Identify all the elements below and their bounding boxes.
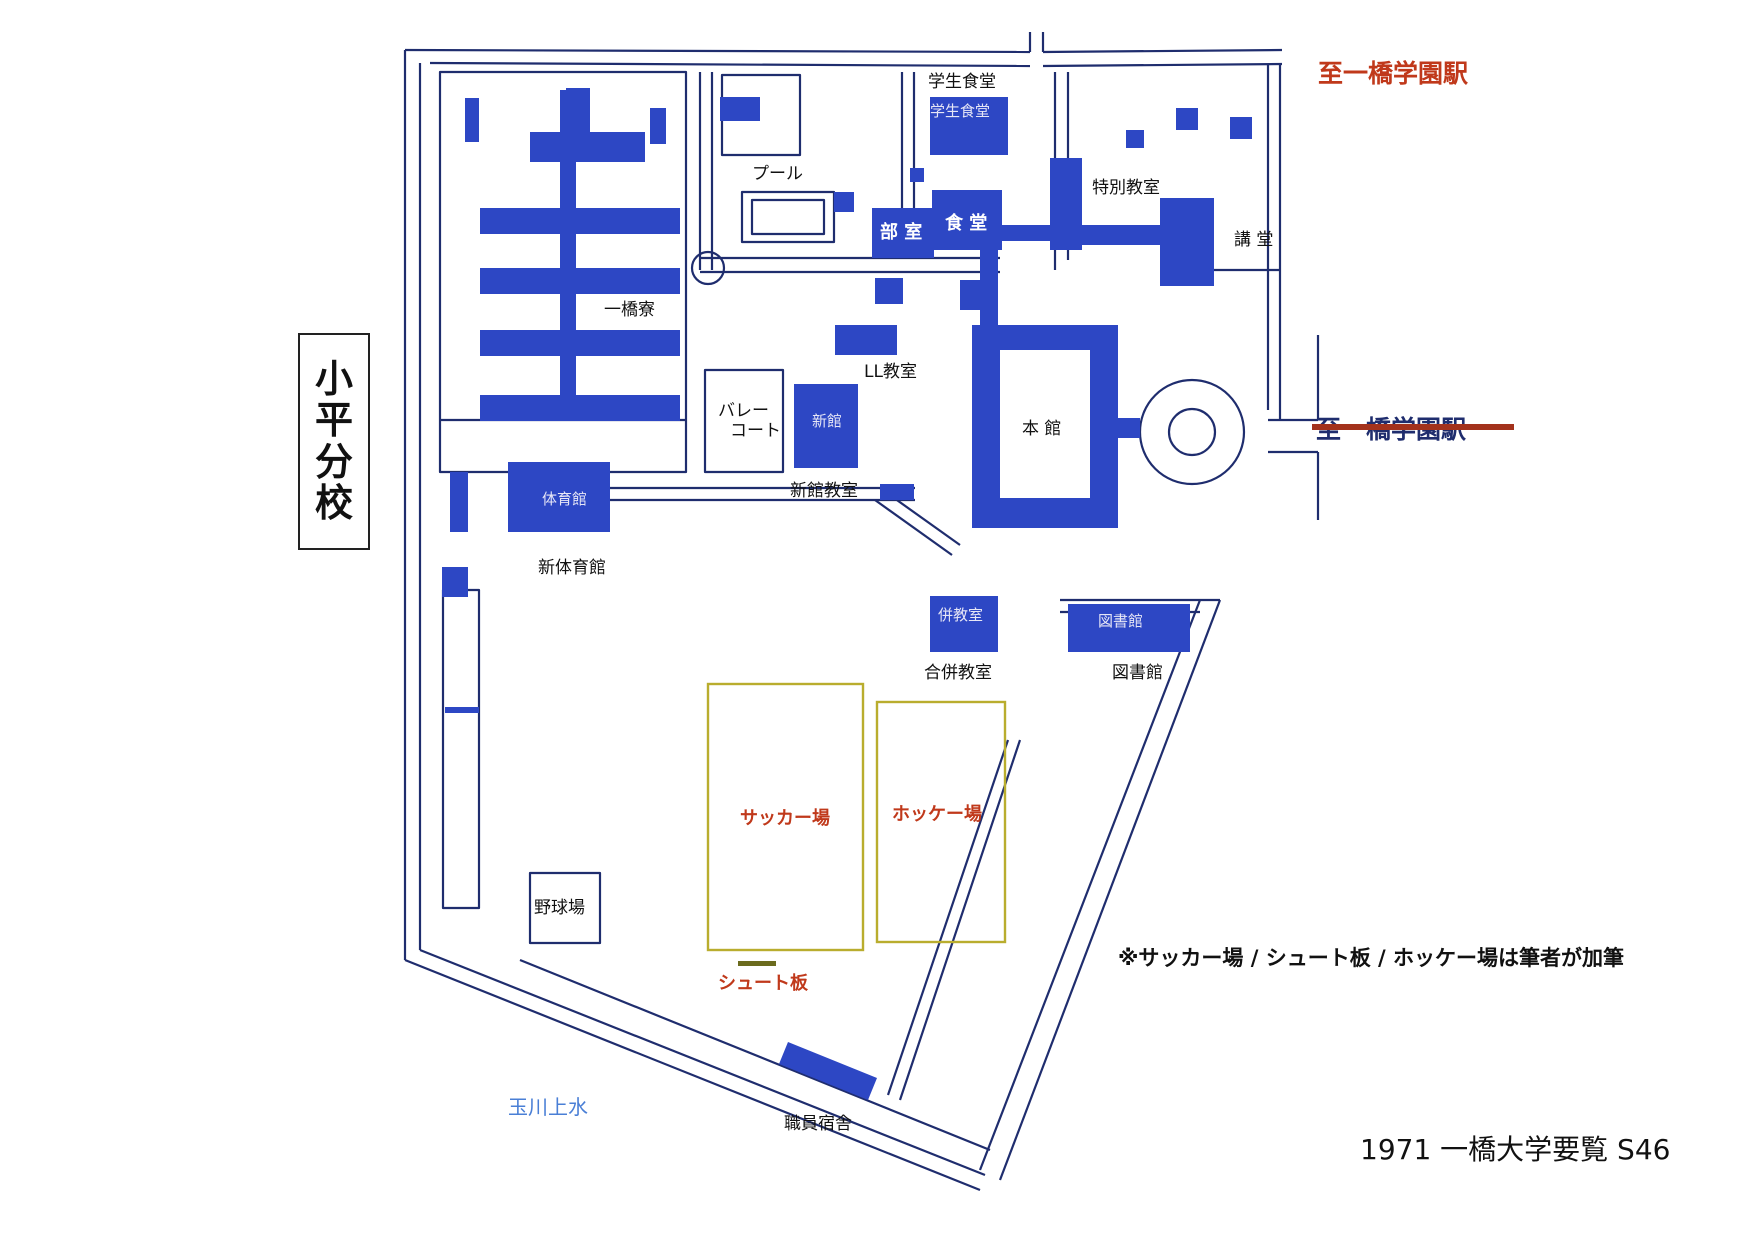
label-soccer-field: サッカー場	[740, 808, 830, 829]
new-building-classroom	[880, 484, 914, 500]
strike-through-bar	[1312, 424, 1514, 430]
label-student-cafeteria-inner: 学生食堂	[930, 102, 991, 120]
dorm-top2	[566, 88, 590, 148]
gymnasium-annex	[450, 472, 468, 532]
roundabout-east-inner	[1167, 407, 1217, 457]
author-note: ※サッカー場 / シュート板 / ホッケー場は筆者が加筆	[1118, 946, 1624, 970]
label-library: 図書館	[1112, 663, 1163, 683]
label-club-room: 部 室	[880, 222, 923, 243]
east-small-1	[1176, 108, 1198, 130]
label-tamagawa-aqueduct: 玉川上水	[508, 1095, 588, 1119]
road-southwest-3	[519, 958, 991, 1152]
label-special-classroom: 特別教室	[1092, 178, 1160, 198]
source-caption: 1971 一橋大学要覧 S46	[1360, 1133, 1671, 1166]
main-building-east	[1118, 418, 1140, 438]
road-south-diag-mid2	[886, 739, 1010, 1096]
volleyball-court-outline	[703, 368, 785, 474]
dorm-wing-4	[480, 395, 680, 421]
road-southwest-2	[419, 948, 986, 1177]
label-ll-classroom: LL教室	[864, 362, 917, 382]
road-top-south-edge	[429, 61, 1031, 68]
small-bldg-1	[875, 278, 903, 304]
roundabout-west	[690, 250, 726, 286]
student-cafeteria-building	[930, 97, 1008, 155]
label-library-inner: 図書館	[1098, 612, 1144, 630]
pool-side	[834, 192, 854, 212]
station-label-top: 至一橋学園駅	[1318, 59, 1469, 88]
label-hockey-field: ホッケー場	[892, 804, 982, 825]
dorm-annex2	[650, 108, 666, 144]
gymnasium	[508, 462, 610, 532]
pool-shed	[720, 97, 760, 121]
branch-char-3: 分	[314, 439, 353, 484]
dorm-annex	[465, 98, 479, 142]
label-student-cafeteria: 学生食堂	[928, 72, 996, 92]
east-small-3	[1126, 130, 1144, 148]
new-building	[794, 384, 858, 468]
label-pool: プール	[752, 164, 803, 184]
label-joint-classroom-inner: 併教室	[938, 606, 984, 624]
cafeteria-link	[990, 225, 1056, 241]
label-new-building-inner: 新館	[812, 412, 843, 430]
road-southwest-1	[404, 958, 981, 1192]
branch-name-box: 小 平 分 校	[298, 333, 370, 550]
main-building	[972, 325, 1118, 528]
label-cafeteria: 食 堂	[945, 213, 988, 234]
label-shoot-board: シュート板	[718, 973, 808, 994]
special-classroom-wing	[1082, 225, 1162, 245]
label-joint-classroom: 合併教室	[924, 663, 992, 683]
special-classroom-building	[1050, 158, 1082, 250]
club-room-building	[872, 208, 934, 258]
road-south-diag-inner	[978, 599, 1202, 1171]
label-volleyball-court-2: コート	[730, 421, 781, 441]
dorm-wing-1	[480, 208, 680, 234]
west-strip-marker	[445, 707, 479, 713]
branch-char-1: 小	[314, 357, 353, 402]
label-baseball-field: 野球場	[534, 898, 585, 918]
label-auditorium: 講 堂	[1234, 230, 1274, 250]
buildings	[442, 88, 1252, 1100]
label-volleyball-court-1: バレー	[718, 401, 769, 421]
label-new-gymnasium: 新体育館	[538, 558, 606, 578]
auditorium-building	[1160, 198, 1214, 286]
dorm-wing-3	[480, 330, 680, 356]
label-dormitory: 一橋寮	[604, 300, 655, 320]
small-bldg-3	[910, 168, 924, 182]
dorm-wing-2	[480, 268, 680, 294]
road-diag-2	[874, 499, 953, 556]
west-strip-building	[442, 567, 468, 597]
road-south-diag-mid	[898, 739, 1022, 1101]
road-top-north-edge	[404, 48, 1031, 54]
east-small-2	[1230, 117, 1252, 139]
main-building-link	[980, 228, 998, 328]
ll-classroom-building	[835, 325, 897, 355]
baseball-field-outline	[528, 871, 602, 945]
joint-classroom-building	[930, 596, 998, 652]
pool-inner-outline	[750, 198, 826, 236]
branch-char-4: 校	[314, 480, 353, 525]
shoot-board-mark	[738, 961, 776, 966]
soccer-field-outline	[706, 682, 865, 952]
west-strip-outline	[441, 588, 481, 910]
label-main-building: 本 館	[1022, 419, 1062, 439]
label-gymnasium-inner: 体育館	[542, 490, 588, 508]
staff-housing-building	[779, 1042, 877, 1100]
road-south-diag-outer	[998, 599, 1222, 1181]
hockey-field-outline	[875, 700, 1007, 944]
label-new-building-classroom: 新館教室	[790, 481, 858, 501]
label-staff-housing: 職員宿舎	[784, 1114, 852, 1134]
added-fields	[706, 682, 1007, 952]
branch-char-2: 平	[314, 398, 353, 443]
road-top-east-south	[1042, 62, 1283, 68]
pool-outline	[740, 190, 836, 244]
road-top-east-north	[1042, 48, 1283, 54]
library-building	[1068, 604, 1190, 652]
roundabout-east	[1138, 378, 1246, 486]
